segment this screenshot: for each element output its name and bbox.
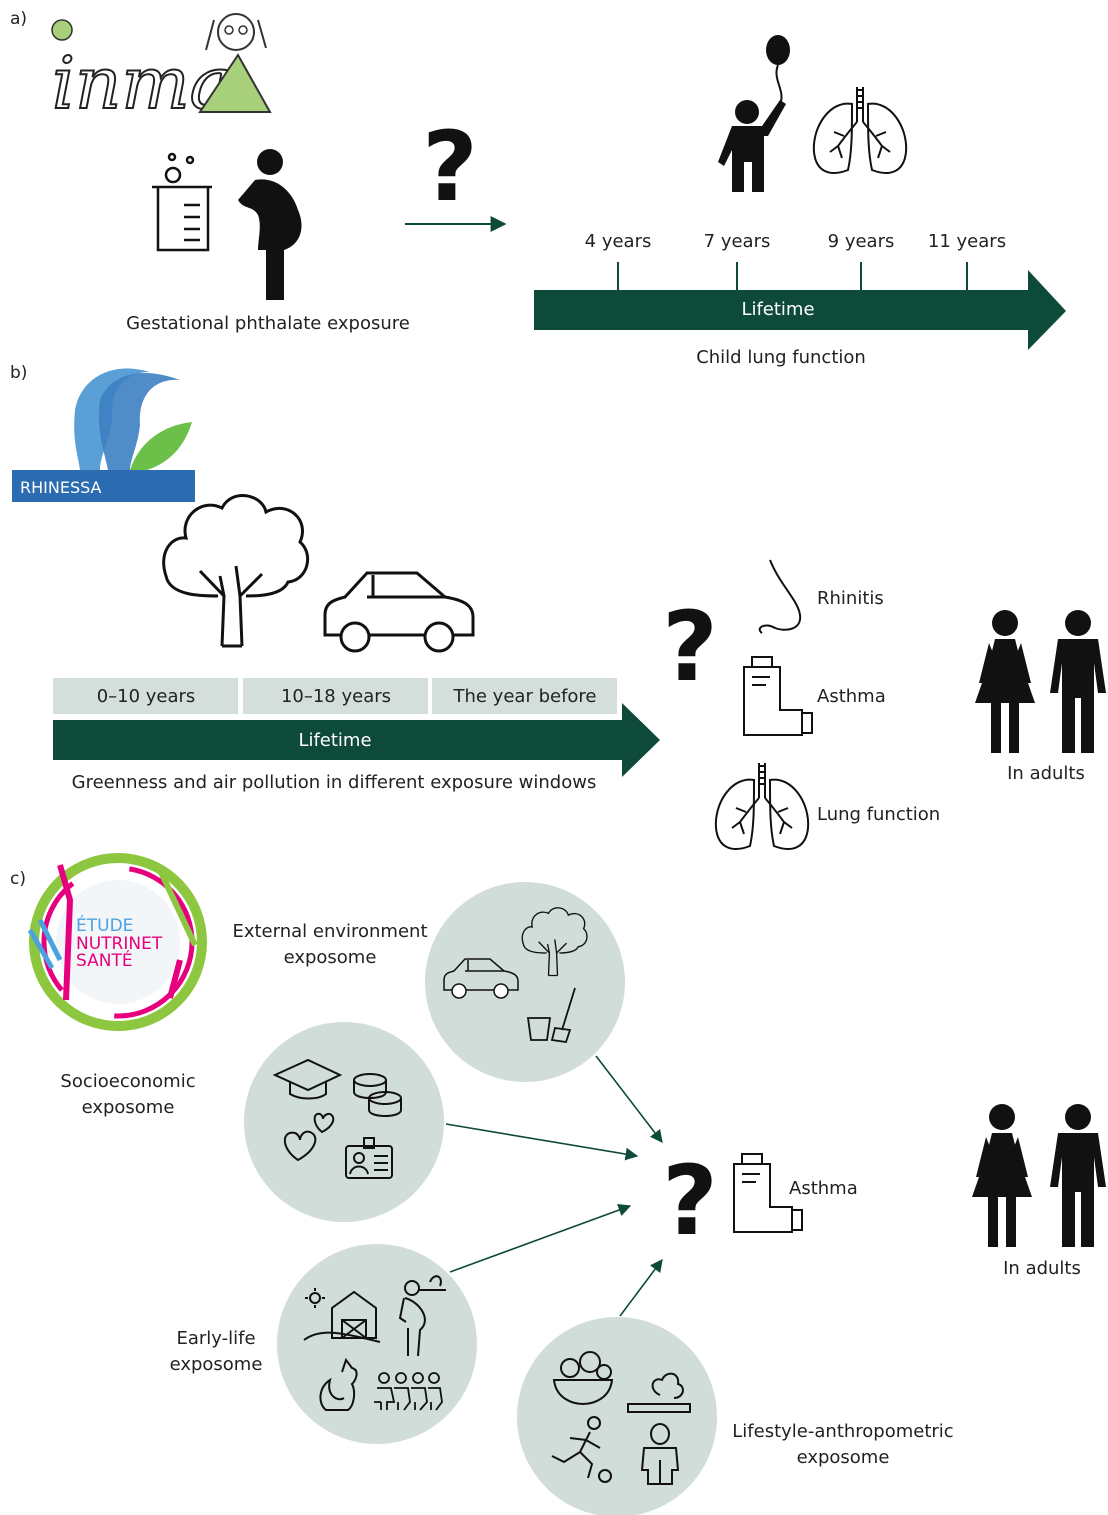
question-mark-icon: ? <box>662 591 718 703</box>
panel-a: a) inma Gestational phthalate exposure <box>10 9 1066 368</box>
cat-icon <box>319 1357 358 1411</box>
woman-icon-c <box>972 1104 1032 1247</box>
panel-b-letter: b) <box>10 363 27 383</box>
lifetime-label-a: Lifetime <box>741 299 814 320</box>
arrow-early-life <box>449 1203 632 1273</box>
svg-text:?: ? <box>662 1145 718 1257</box>
graduation-cap-icon <box>272 1058 343 1100</box>
exposure-label-a: Gestational phthalate exposure <box>126 313 410 334</box>
exposome-label: External environment <box>232 921 427 942</box>
beaker-icon <box>152 152 212 252</box>
window-box-1 <box>53 678 238 714</box>
population-label-c: In adults <box>1003 1258 1081 1279</box>
exposure-label-b: Greenness and air pollution in different… <box>72 772 597 793</box>
age-label: 11 years <box>928 231 1006 252</box>
arrow-external <box>595 1055 663 1144</box>
woman-icon-b <box>975 610 1035 753</box>
exposome-label: Early-life <box>176 1328 255 1349</box>
exposome-label: exposome <box>797 1447 890 1468</box>
exposome-label: exposome <box>82 1097 175 1118</box>
panel-a-letter: a) <box>10 9 27 29</box>
cigarette-icon <box>627 1372 691 1413</box>
logo-line: ÉTUDE <box>76 914 133 936</box>
running-icon <box>551 1416 612 1483</box>
external-exposome-circle <box>425 882 625 1082</box>
lifetime-label-b: Lifetime <box>298 730 371 751</box>
exposome-label: exposome <box>170 1354 263 1375</box>
smoking-pregnant-icon <box>398 1275 446 1357</box>
lifetime-arrow-b <box>53 703 660 777</box>
inhaler-icon-b <box>743 656 813 736</box>
panel-c: c) ÉTUDE NUTRINET SANTÉ External environ… <box>10 853 1106 1515</box>
lifestyle-exposome-circle <box>517 1317 717 1515</box>
inma-logo: inma <box>51 13 272 126</box>
exposome-label: exposome <box>284 947 377 968</box>
socioeconomic-exposome-circle <box>244 1022 444 1222</box>
fruit-bowl-icon <box>552 1351 614 1406</box>
lungs-icon-a <box>812 86 908 174</box>
outcome-label: Lung function <box>817 804 940 825</box>
window-label: 10–18 years <box>281 686 391 707</box>
arrow-socioeconomic <box>445 1123 639 1161</box>
cleaning-icon <box>526 987 576 1043</box>
timeline-a: Lifetime 4 years 7 years 9 years 11 year… <box>534 231 1066 368</box>
window-box-2 <box>243 678 428 714</box>
lungs-icon-b <box>714 762 810 850</box>
hearts-icon <box>283 1112 335 1162</box>
farm-icon <box>303 1288 381 1343</box>
window-box-3 <box>432 678 617 714</box>
exposome-label: Socioeconomic <box>60 1071 195 1092</box>
man-icon-c <box>1050 1104 1106 1247</box>
logo-line: NUTRINET <box>76 934 163 954</box>
outcome-label-c: Asthma <box>789 1178 858 1199</box>
arrow-lifestyle <box>619 1258 663 1317</box>
rhinessa-logo: RHINESSA <box>12 368 195 502</box>
panel-c-letter: c) <box>10 869 26 889</box>
child-balloon-icon <box>718 35 790 192</box>
panel-b: b) RHINESSA 0–10 years 10–18 years The y… <box>10 363 1106 850</box>
age-label: 7 years <box>704 231 771 252</box>
siblings-icon <box>374 1372 443 1411</box>
id-card-icon <box>345 1137 393 1179</box>
early-life-exposome-circle <box>277 1244 477 1444</box>
window-label: The year before <box>452 686 596 707</box>
man-icon-b <box>1050 610 1106 753</box>
nutrinet-logo: ÉTUDE NUTRINET SANTÉ <box>27 853 207 1031</box>
question-mark-icon: ? <box>422 111 478 223</box>
exposome-label: Lifestyle-anthropometric <box>732 1421 953 1442</box>
pregnant-woman-icon <box>238 149 302 300</box>
population-label-b: In adults <box>1007 763 1085 784</box>
question-mark-icon: ? <box>662 1145 718 1257</box>
outcome-label: Asthma <box>817 686 886 707</box>
coins-icon <box>353 1073 402 1117</box>
body-icon <box>640 1423 680 1485</box>
rhinessa-logo-text: RHINESSA <box>20 478 102 497</box>
svg-text:?: ? <box>662 591 718 703</box>
car-icon-b <box>323 571 475 653</box>
tree-icon-b <box>162 494 310 648</box>
age-label: 9 years <box>828 231 895 252</box>
nose-icon <box>758 559 802 634</box>
lifetime-arrow-a <box>534 270 1066 350</box>
outcome-label-a: Child lung function <box>696 347 866 368</box>
outcome-label: Rhinitis <box>817 588 884 609</box>
svg-text:?: ? <box>422 111 478 223</box>
age-label: 4 years <box>585 231 652 252</box>
window-label: 0–10 years <box>97 686 196 707</box>
logo-line: SANTÉ <box>76 949 133 971</box>
